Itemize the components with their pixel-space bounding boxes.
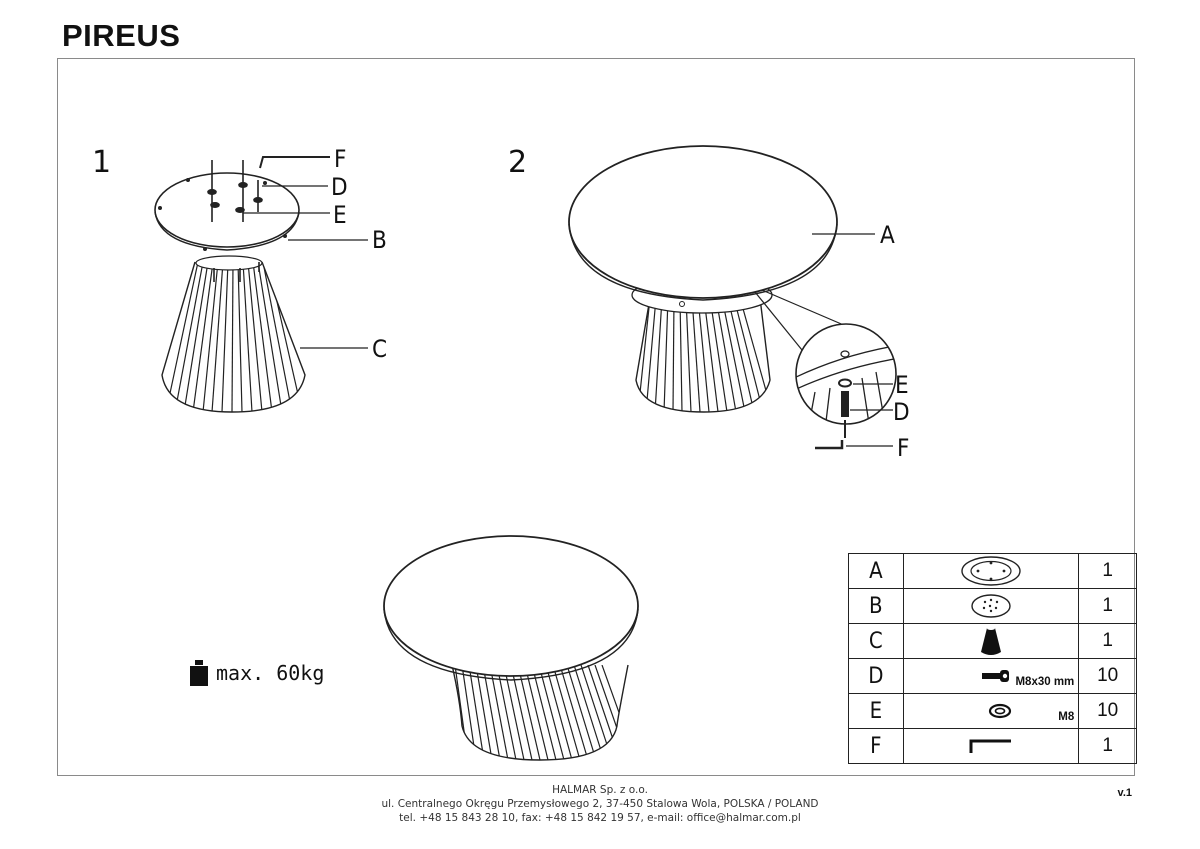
assembled-table-illustration xyxy=(383,535,639,761)
document-title: PIREUS xyxy=(62,18,181,53)
allen-key-icon xyxy=(969,737,1013,755)
max-load-label: max. 60kg xyxy=(216,661,325,685)
part-quantity: 1 xyxy=(1078,728,1137,764)
step-2-callout-e: E xyxy=(895,371,909,399)
part-letter: E xyxy=(848,693,904,729)
step-2-callout-f: F xyxy=(897,434,909,462)
part-spec: M8x30 mm xyxy=(1015,676,1075,688)
part-picture xyxy=(902,588,1080,624)
step-1-callout-e: E xyxy=(333,201,347,229)
step-2-number: 2 xyxy=(508,145,527,180)
part-picture: M8 xyxy=(902,693,1080,729)
base-icon xyxy=(980,626,1002,656)
step-1-callout-d: D xyxy=(331,173,348,201)
part-quantity: 1 xyxy=(1078,588,1137,624)
part-quantity: 1 xyxy=(1078,623,1137,659)
part-quantity: 10 xyxy=(1078,693,1137,729)
step-2-callout-a: A xyxy=(880,221,895,249)
part-picture xyxy=(902,728,1080,764)
tabletop-icon xyxy=(960,555,1022,587)
washer-icon xyxy=(988,703,1012,719)
part-picture: M8x30 mm xyxy=(902,658,1080,694)
step-2-callout-d: D xyxy=(893,398,910,426)
part-spec: M8 xyxy=(1058,711,1075,723)
part-picture xyxy=(902,623,1080,659)
footer-contact: tel. +48 15 843 28 10, fax: +48 15 842 1… xyxy=(399,812,801,824)
mounting-plate-icon xyxy=(970,593,1012,619)
step-1-number: 1 xyxy=(92,145,111,180)
part-letter: D xyxy=(848,658,904,694)
footer-address: ul. Centralnego Okręgu Przemysłowego 2, … xyxy=(381,798,819,810)
part-picture xyxy=(902,553,1080,589)
step-1-callout-b: B xyxy=(372,226,387,254)
part-letter: C xyxy=(848,623,904,659)
part-letter: B xyxy=(848,588,904,624)
drawing-frame xyxy=(57,58,1135,776)
version-label: v.1 xyxy=(1117,787,1132,799)
part-letter: A xyxy=(848,553,904,589)
bolt-icon xyxy=(981,669,1012,683)
footer-company: HALMAR Sp. z o.o. xyxy=(552,784,648,796)
part-quantity: 1 xyxy=(1078,553,1137,589)
step-1-illustration: 1 xyxy=(92,145,387,413)
max-load: max. 60kg xyxy=(190,660,324,686)
step-2-illustration: 2 A xyxy=(508,145,910,462)
weight-icon xyxy=(190,660,208,686)
step-1-callout-f: F xyxy=(334,145,346,173)
part-quantity: 10 xyxy=(1078,658,1137,694)
step-1-callout-c: C xyxy=(372,335,387,363)
part-letter: F xyxy=(848,728,904,764)
